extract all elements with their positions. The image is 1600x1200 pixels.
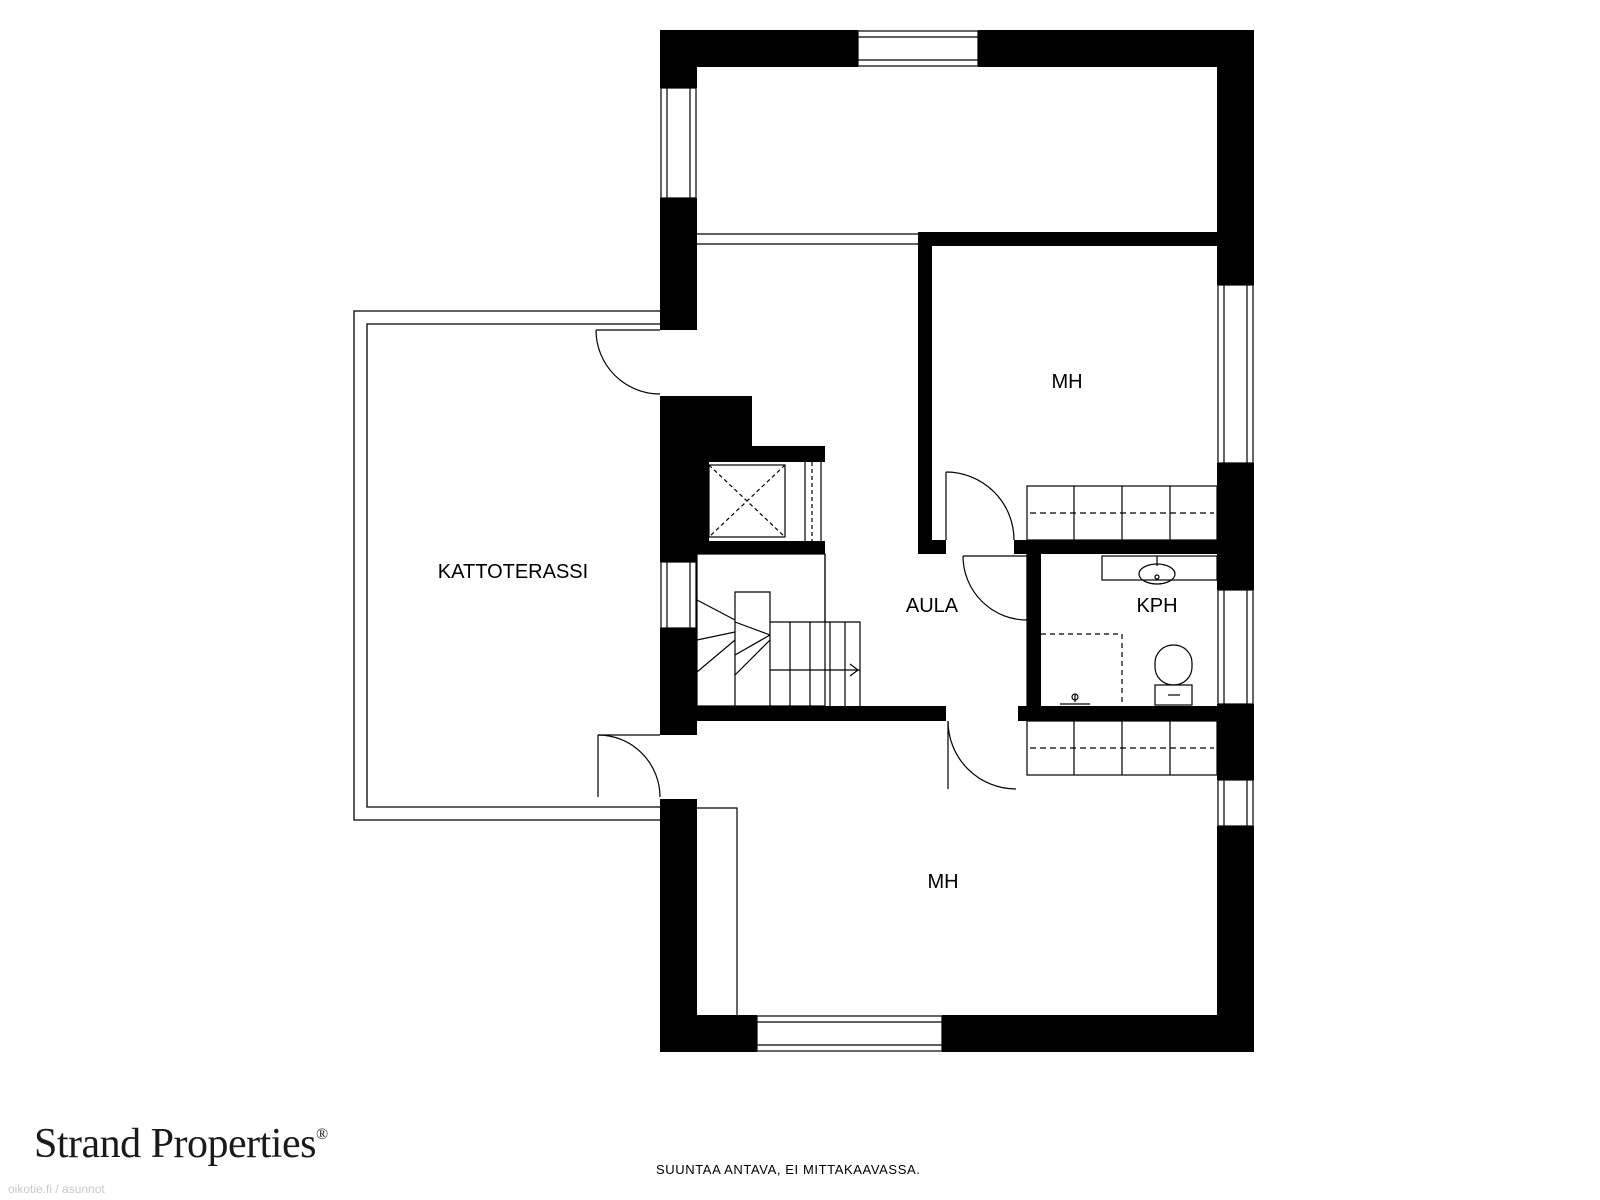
window-frames <box>660 30 1254 1052</box>
interior-lines <box>697 233 1028 1015</box>
chimney <box>708 462 822 541</box>
room-label-bathroom: KPH <box>1136 595 1177 617</box>
interior-walls <box>697 232 1217 721</box>
doors <box>595 329 1028 798</box>
wardrobe-lower <box>1026 720 1218 776</box>
brand-name: Strand Properties <box>34 1121 316 1167</box>
brand-logo: Strand Properties® <box>34 1120 328 1168</box>
wall-openings <box>660 30 1254 1052</box>
registered-mark: ® <box>315 1126 328 1143</box>
bathroom-fixtures <box>1041 555 1218 706</box>
staircase <box>696 553 861 707</box>
room-label-bedroom-lower: MH <box>927 871 958 893</box>
wardrobe-upper <box>1026 485 1218 541</box>
room-label-bedroom-upper: MH <box>1051 371 1082 393</box>
source-watermark: oikotie.fi / asunnot <box>8 1182 105 1196</box>
room-label-hall: AULA <box>906 595 959 617</box>
roof-terrace <box>353 310 662 821</box>
interior-door-gaps <box>946 540 1018 721</box>
room-label-terrace: KATTOTERASSI <box>438 561 588 583</box>
scale-disclaimer: SUUNTAA ANTAVA, EI MITTAKAAVASSA. <box>656 1162 921 1177</box>
